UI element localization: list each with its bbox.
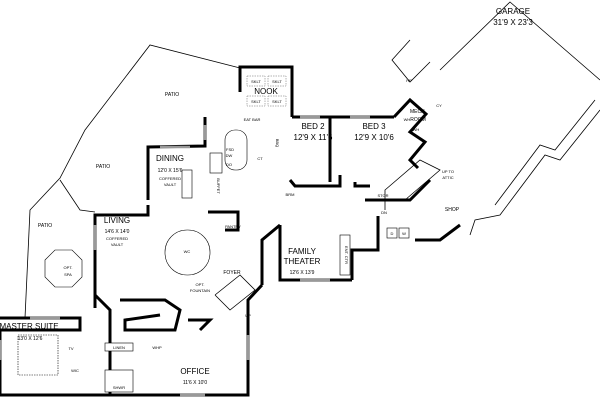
brm-label: BRM — [286, 192, 295, 197]
skylight-label: SKLT — [272, 79, 282, 84]
mech-room-label: MECH. — [410, 109, 426, 115]
skylight-label: SKLT — [251, 79, 261, 84]
fixtures — [17, 75, 441, 393]
dining-size: 12'0 X 15'6 — [158, 168, 183, 174]
shop-label: SHOP — [445, 207, 460, 213]
garage-label: GARAGE — [496, 7, 530, 16]
kitchen-island — [224, 129, 248, 171]
attic-label-2: ATTIC — [442, 175, 453, 180]
eat-bar-label: EAT BAR — [244, 117, 261, 122]
fountain-label-2: FOUNTAIN — [190, 288, 210, 293]
foyer-label: FOYER — [223, 270, 241, 276]
garage-size: 31'9 X 23'3 — [493, 18, 533, 27]
dw-label: DW — [226, 153, 233, 158]
patio-label: PATIO — [165, 92, 179, 98]
mech-room-label-2: ROOM — [410, 117, 426, 123]
patio-label: PATIO — [96, 164, 110, 170]
dining-note-2: VAULT — [164, 182, 177, 187]
living-note-2: VAULT — [111, 242, 124, 247]
whp-label: WHP — [152, 345, 162, 350]
spa-label-2: SPA — [64, 272, 72, 277]
buffet-label: BUFFET — [216, 178, 221, 194]
bbq-label: BBQ — [275, 139, 280, 147]
bed2-size: 12'9 X 11'6 — [294, 133, 333, 142]
patio-label: PATIO — [38, 223, 52, 229]
master-suite-label: MASTER SUITE — [0, 322, 59, 331]
dryer-label: D — [391, 231, 394, 236]
family-theater-label: FAMILY — [288, 247, 317, 256]
wc-label: WC — [184, 249, 191, 254]
up-label: UP — [245, 313, 251, 318]
living-label: LIVING — [104, 216, 130, 225]
skylight-label: SKLT — [251, 99, 261, 104]
water-heater-label: WH — [404, 117, 411, 122]
storage-label: STOR — [377, 193, 388, 198]
do-label: DO — [226, 162, 232, 167]
fountain — [164, 229, 211, 276]
office-label: OFFICE — [180, 367, 209, 376]
bed3-label: BED 3 — [362, 122, 386, 131]
down-label: DN — [381, 210, 387, 215]
washer-label: W — [402, 231, 406, 236]
dining-note: COFFERED — [159, 176, 181, 181]
ct-label: CT — [257, 156, 263, 161]
shower-label: SHWR — [113, 385, 125, 390]
cy-label: CY — [436, 103, 442, 108]
bed2-label: BED 2 — [301, 122, 325, 131]
ent-ctr-label: ENT. CTR — [344, 246, 349, 264]
family-theater-label-2: THEATER — [284, 257, 321, 266]
living-size: 14'6 X 14'0 — [105, 229, 130, 235]
nook-label: NOOK — [254, 87, 278, 96]
spa — [44, 249, 83, 288]
garage — [391, 1, 600, 236]
buffet — [181, 169, 193, 199]
spa-label: OPT. — [64, 265, 73, 270]
water-heater-label-2: WH — [413, 127, 420, 132]
family-theater-size: 12'6 X 13'9 — [290, 270, 315, 276]
fsd-label: FSD — [226, 147, 234, 152]
linen-label: LINEN — [113, 345, 125, 350]
windows — [0, 115, 370, 397]
dining-label: DINING — [156, 154, 184, 163]
living-note: COFFERED — [106, 236, 128, 241]
skylight-label: SKLT — [272, 99, 282, 104]
wic-label: WIC — [71, 368, 79, 373]
pantry-label: PANTRY — [225, 224, 241, 229]
bed3-size: 12'9 X 10'6 — [354, 133, 394, 142]
fountain-label: OPT. — [196, 282, 205, 287]
master-suite-size: 13'0 X 12'6 — [18, 336, 43, 342]
tv-label: TV — [68, 346, 73, 351]
hp-label: HP — [406, 78, 412, 83]
office-size: 11'6 X 10'0 — [183, 380, 208, 386]
attic-label: UP TO — [442, 169, 454, 174]
